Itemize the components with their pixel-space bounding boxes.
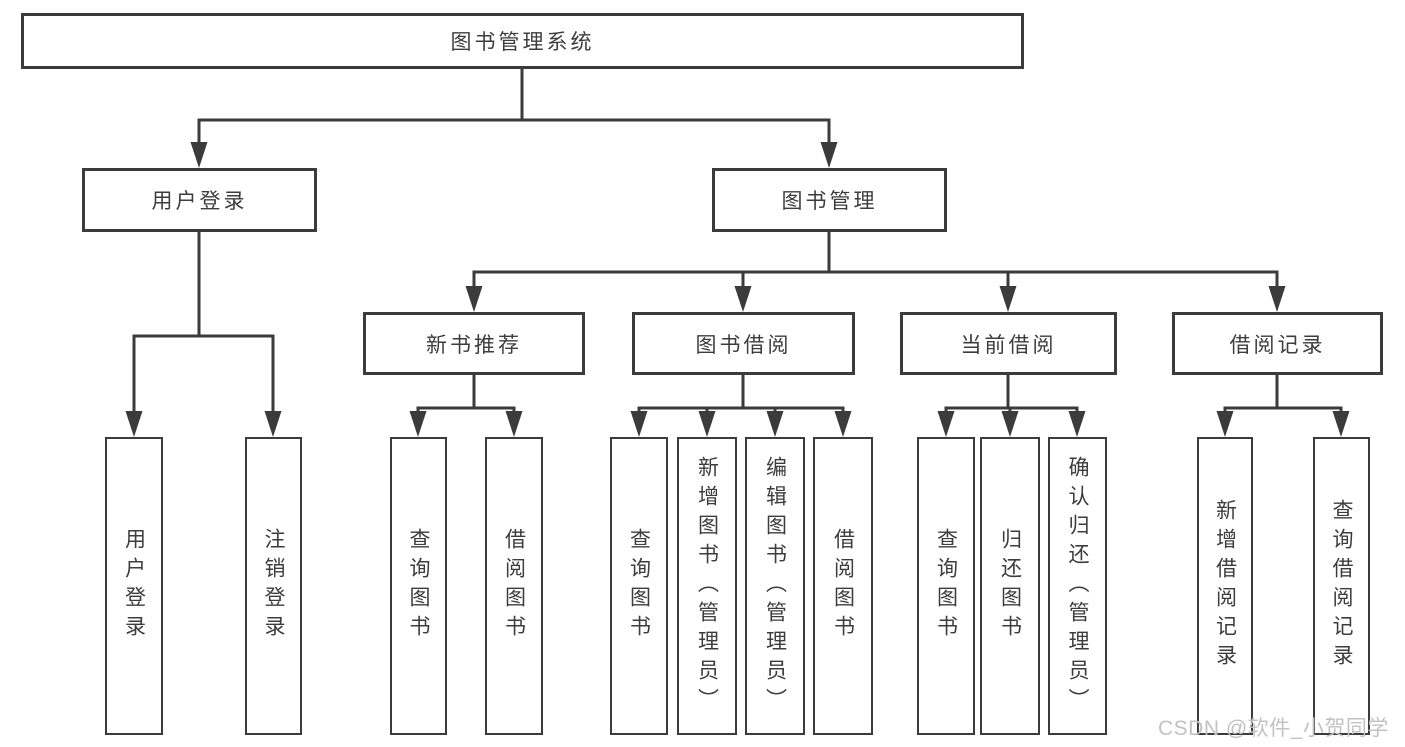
arrowhead-icon: [999, 286, 1017, 312]
arrowhead-icon: [190, 142, 208, 168]
node-borrowing-records: 借阅记录: [1172, 312, 1383, 375]
csdn-watermark: CSDN @软件_小贺同学: [1158, 717, 1389, 740]
arrowhead-icon: [1332, 411, 1350, 437]
arrowhead-icon: [1068, 411, 1086, 437]
node-leaf-newbook-query: 查询图书: [390, 437, 447, 735]
arrowhead-icon: [1216, 411, 1234, 437]
node-leaf-current-confirm-admin: 确认归还（管理员）: [1048, 437, 1107, 735]
arrowhead-icon: [409, 411, 427, 437]
node-current-borrowing: 当前借阅: [900, 312, 1117, 375]
node-root: 图书管理系统: [21, 13, 1024, 69]
arrowhead-icon: [630, 411, 648, 437]
node-leaf-current-query: 查询图书: [917, 437, 975, 735]
node-user-login-module: 用户登录: [82, 168, 317, 232]
arrowhead-icon: [820, 142, 838, 168]
node-leaf-record-add: 新增借阅记录: [1197, 437, 1253, 735]
node-leaf-record-query: 查询借阅记录: [1313, 437, 1370, 735]
node-leaf-current-return: 归还图书: [980, 437, 1040, 735]
arrowhead-icon: [937, 411, 955, 437]
arrowhead-icon: [698, 411, 716, 437]
arrowhead-icon: [766, 411, 784, 437]
arrowhead-icon: [264, 411, 282, 437]
arrowhead-icon: [125, 411, 143, 437]
node-leaf-newbook-borrow: 借阅图书: [485, 437, 543, 735]
node-leaf-user-login: 用户登录: [105, 437, 163, 735]
node-leaf-borrow-query: 查询图书: [610, 437, 668, 735]
arrowhead-icon: [505, 411, 523, 437]
node-leaf-borrow-add-admin: 新增图书（管理员）: [677, 437, 737, 735]
node-leaf-logout: 注销登录: [245, 437, 302, 735]
arrowhead-icon: [1268, 286, 1286, 312]
node-leaf-borrow-borrow: 借阅图书: [813, 437, 873, 735]
node-book-management-module: 图书管理: [712, 168, 947, 232]
arrowhead-icon: [834, 411, 852, 437]
node-new-book-recommend: 新书推荐: [363, 312, 585, 375]
arrowhead-icon: [1001, 411, 1019, 437]
node-book-borrowing: 图书借阅: [632, 312, 855, 375]
arrowhead-icon: [734, 286, 752, 312]
arrowhead-icon: [465, 286, 483, 312]
node-leaf-borrow-edit-admin: 编辑图书（管理员）: [745, 437, 805, 735]
